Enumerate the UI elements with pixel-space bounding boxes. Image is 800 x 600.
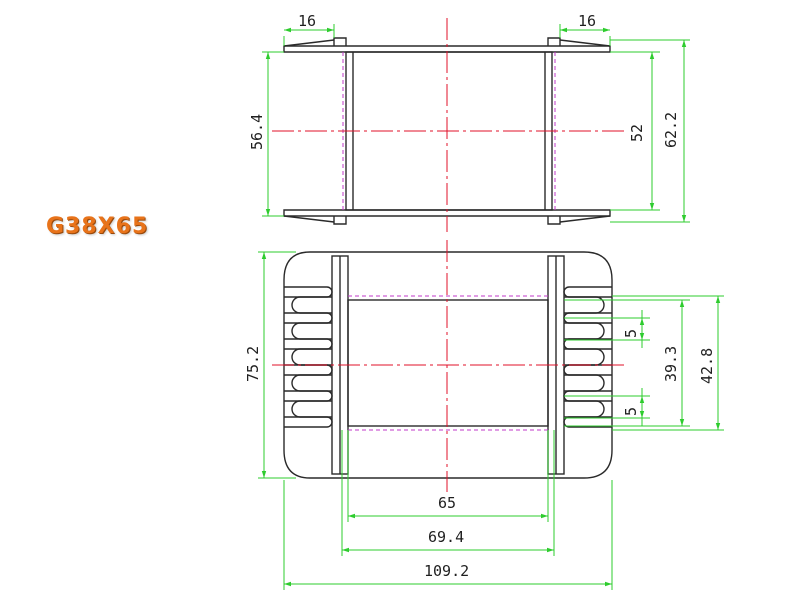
dim-top-outer-height: 62.2	[662, 112, 680, 148]
front-slot-right	[564, 374, 605, 392]
front-fin	[284, 390, 333, 402]
arrowhead	[261, 471, 267, 478]
front-dimensions: 75.2 5 5 39.3 42.8 65 69.4	[244, 251, 724, 590]
dim-top-right-flange: 16	[578, 12, 596, 30]
arrowhead	[639, 318, 645, 325]
top-taper-ul	[283, 39, 335, 47]
front-fins-right	[563, 286, 612, 428]
arrowhead	[547, 547, 554, 553]
front-slot-right	[564, 400, 605, 418]
top-taper-lr	[559, 215, 611, 223]
arrowhead	[265, 209, 271, 216]
front-fin	[284, 338, 333, 350]
top-clip-lower-left	[333, 216, 347, 225]
front-view	[272, 240, 624, 492]
arrowhead	[679, 419, 685, 426]
dim-front-gap-top: 5	[622, 329, 640, 338]
dim-front-window-height: 39.3	[662, 346, 680, 382]
front-slot-left	[291, 322, 332, 340]
dim-front-height: 75.2	[244, 346, 262, 382]
dim-top-left-flange: 16	[298, 12, 316, 30]
front-slot-left	[291, 400, 332, 418]
arrowhead	[348, 513, 355, 519]
dimension-arrowheads	[261, 27, 721, 587]
arrowhead	[284, 27, 291, 33]
arrowhead	[284, 581, 291, 587]
front-outline	[283, 251, 613, 479]
top-clip-lower-right	[547, 216, 561, 225]
front-slot-left	[291, 348, 332, 366]
front-slot-right	[564, 296, 605, 314]
dim-front-gap-bottom: 5	[622, 407, 640, 416]
arrowhead	[649, 203, 655, 210]
front-fin	[284, 312, 333, 324]
arrowhead	[327, 27, 334, 33]
arrowhead	[639, 333, 645, 340]
part-title: G38X65	[46, 214, 149, 239]
arrowhead	[605, 581, 612, 587]
front-slot-right	[564, 322, 605, 340]
front-fin	[563, 364, 612, 376]
top-clip-upper-left	[333, 37, 347, 46]
dim-top-height-left: 56.4	[248, 114, 266, 150]
arrowhead	[261, 252, 267, 259]
front-slot-right	[564, 348, 605, 366]
top-dimensions: 16 16 56.4 52 62.2	[248, 12, 690, 223]
arrowhead	[541, 513, 548, 519]
front-fin	[284, 416, 333, 428]
arrowhead	[639, 411, 645, 418]
arrowhead	[679, 300, 685, 307]
arrowhead	[681, 40, 687, 47]
dim-front-window-outer: 42.8	[698, 348, 716, 384]
dim-width-69-4: 69.4	[428, 528, 464, 546]
front-fin	[284, 286, 333, 298]
arrowhead	[715, 423, 721, 430]
front-fins-left	[284, 286, 333, 428]
arrowhead	[342, 547, 349, 553]
dim-top-inner-height: 52	[628, 124, 646, 142]
top-taper-ur	[559, 39, 611, 47]
arrowhead	[639, 396, 645, 403]
top-clip-upper-right	[547, 37, 561, 46]
arrowhead	[603, 27, 610, 33]
top-taper-ll	[283, 215, 335, 223]
dim-width-109-2: 109.2	[424, 562, 469, 580]
arrowhead	[681, 215, 687, 222]
front-slot-left	[291, 374, 332, 392]
dim-width-65: 65	[438, 494, 456, 512]
front-window	[347, 299, 549, 427]
front-fin	[284, 364, 333, 376]
front-fin	[563, 286, 612, 298]
arrowhead	[560, 27, 567, 33]
front-slot-left	[291, 296, 332, 314]
top-view	[272, 18, 624, 232]
arrowhead	[715, 296, 721, 303]
arrowhead	[649, 52, 655, 59]
arrowhead	[265, 52, 271, 59]
